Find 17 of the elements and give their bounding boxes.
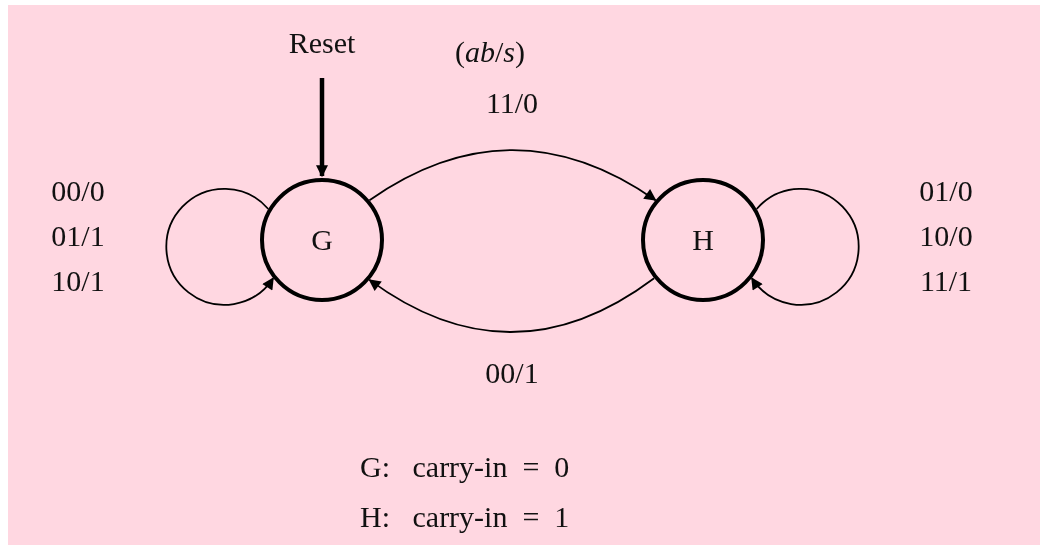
state-name: H — [692, 223, 714, 257]
state-note: G: carry-in = 0 — [360, 450, 570, 483]
arrow — [750, 187, 860, 306]
label-format-note: (ab/s) — [455, 35, 526, 68]
edge-label: 00/0 01/1 10/1 — [50, 173, 106, 299]
state-name: G — [311, 223, 333, 257]
edge-label: 00/1 — [484, 355, 540, 391]
arrow — [165, 187, 275, 306]
state-note: H: carry-in = 1 — [360, 500, 570, 533]
edge-label: 11/0 — [484, 85, 540, 121]
arrow — [368, 149, 657, 202]
arrow — [316, 78, 328, 178]
reset-label: Reset — [288, 25, 356, 59]
edge-label: 01/0 10/0 11/1 — [918, 173, 974, 299]
state-circle — [260, 178, 384, 302]
arrow — [368, 277, 656, 333]
state-circle — [641, 178, 765, 302]
